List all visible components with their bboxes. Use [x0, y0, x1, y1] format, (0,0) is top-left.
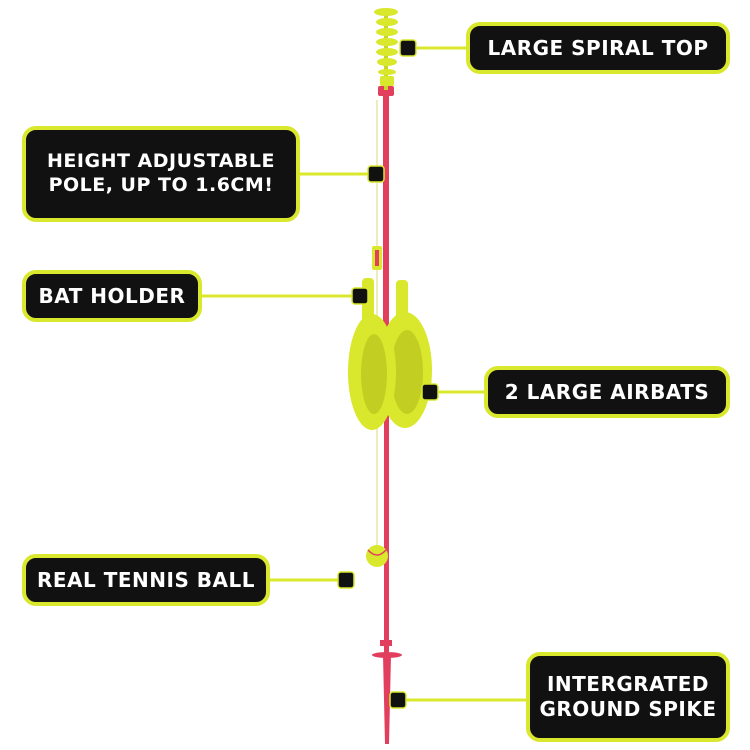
tennis-ball-seam [367, 549, 387, 556]
pole-upper [383, 86, 389, 386]
connector-lines [200, 46, 528, 702]
pole-top-cap [378, 86, 394, 96]
label-bat-holder: BAT HOLDER [22, 270, 202, 322]
label-text-line-1: INTERGRATED [546, 672, 710, 696]
label-text: LARGE SPIRAL TOP [487, 35, 709, 60]
ground-spike [383, 655, 391, 744]
label-text: 2 LARGE AIRBATS [504, 379, 710, 404]
label-height-adjustable-pole: HEIGHT ADJUSTABLE POLE, UP TO 1.6CM! [22, 126, 300, 222]
pole-lower [384, 386, 389, 656]
label-text-line-2: POLE, UP TO 1.6CM! [48, 174, 274, 196]
label-large-airbats: 2 LARGE AIRBATS [484, 366, 730, 418]
airbat-front-mesh [361, 334, 387, 414]
label-text: BAT HOLDER [38, 283, 186, 308]
airbat-back-mesh [391, 330, 423, 414]
bat-holder-clip [375, 250, 379, 266]
spiral-ring-2 [376, 28, 398, 36]
label-real-tennis-ball: REAL TENNIS BALL [22, 554, 270, 606]
marker-ground-spike [389, 691, 407, 709]
spiral-top [374, 8, 398, 90]
spiral-ring-3 [376, 38, 398, 46]
marker-spiral-top [399, 39, 417, 57]
tennis-ball-body [366, 545, 388, 567]
label-text-line-1: HEIGHT ADJUSTABLE [47, 150, 275, 173]
marker-pole [367, 165, 385, 183]
spiral-ring-1 [376, 18, 398, 26]
label-text: REAL TENNIS BALL [36, 567, 256, 592]
marker-tennis-ball [337, 571, 355, 589]
marker-airbats [421, 383, 439, 401]
bat-holder [372, 246, 382, 270]
airbats [348, 278, 432, 430]
connector-markers [337, 39, 439, 709]
marker-bat-holder [351, 287, 369, 305]
pole [372, 86, 402, 744]
label-large-spiral-top: LARGE SPIRAL TOP [466, 22, 730, 74]
pole-joint [380, 640, 392, 646]
spiral-ring-5 [377, 58, 397, 66]
label-ground-spike: INTERGRATED GROUND SPIKE [526, 652, 730, 742]
spiral-ring-6 [378, 69, 396, 75]
spiral-base [380, 76, 394, 86]
spiral-cap [374, 8, 398, 16]
spiral-ring-4 [376, 48, 398, 56]
tennis-ball [366, 545, 388, 567]
label-text-line-2: GROUND SPIKE [539, 697, 717, 721]
